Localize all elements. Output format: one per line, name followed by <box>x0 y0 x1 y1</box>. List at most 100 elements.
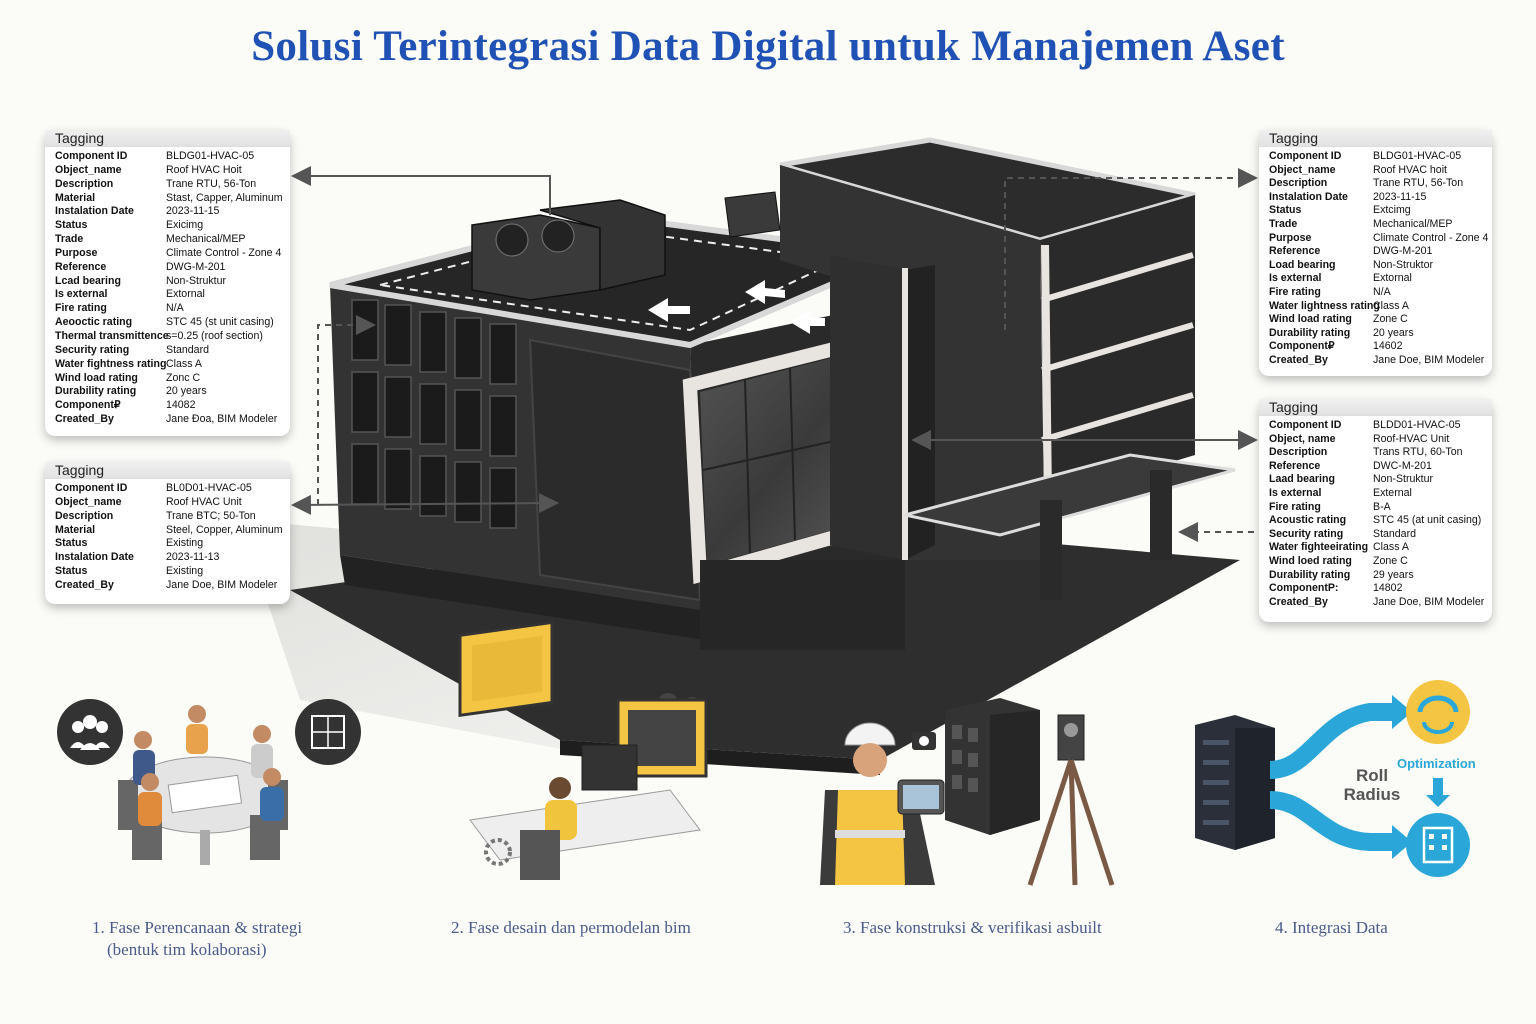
phase-3-caption: 3. Fase konstruksi & verifikasi asbuilt <box>843 918 1102 937</box>
flow-arrow-top <box>1269 703 1395 779</box>
tag-key: Created_By <box>1269 595 1328 608</box>
tag-value: Jane Doe, BIM Modeler <box>1373 353 1485 366</box>
tag-value: STC 45 (at unit casing) <box>1373 514 1482 527</box>
connector-left-dash <box>317 315 376 505</box>
tag-value: Zonc C <box>166 371 201 384</box>
construction-worker <box>820 722 945 885</box>
building-icon <box>1406 813 1470 877</box>
phase-4-caption: 4. Integrasi Data <box>1275 918 1388 937</box>
phase-1-caption: 1. Fase Perencanaan & strategi (bentuk t… <box>92 918 302 960</box>
design-workstation <box>458 620 708 880</box>
tag-key: Wind load rating <box>1269 313 1352 326</box>
tag-value: Class A <box>166 357 202 370</box>
tag-value: Jane Đoa, BIM Modeler <box>166 413 278 426</box>
tag-row: Durability rating 20 years <box>1269 327 1484 341</box>
tag-key: Reference <box>1269 459 1321 472</box>
tag-key: Component₽ <box>1269 340 1335 353</box>
tag-key: Material <box>55 191 96 204</box>
blueprint-icon <box>295 699 361 765</box>
tag-key: Water lightness rating <box>1269 299 1380 312</box>
tag-key: Fire rating <box>1269 285 1321 298</box>
tag-key: Description <box>55 509 114 522</box>
tag-key: Component ID <box>55 482 128 494</box>
tag-key: Wind load rating <box>55 371 138 384</box>
card-header: Tagging <box>1259 399 1492 416</box>
tag-row: Fire rating N/A <box>1269 286 1484 300</box>
tag-key: Material <box>55 523 96 536</box>
tag-value: 20 years <box>1373 326 1414 339</box>
tag-value: Existing <box>166 565 204 578</box>
phase-1-title: 1. Fase Perencanaan & strategi <box>92 918 303 937</box>
tag-value: External <box>1373 486 1412 499</box>
tag-value: Non-Struktur <box>1373 473 1434 486</box>
tag-value: Steel, Copper, Aluminum <box>166 523 283 536</box>
tag-key: Is external <box>55 288 108 301</box>
tag-value: 2023-11-15 <box>166 205 220 218</box>
tag-key: Durability rating <box>1269 326 1351 339</box>
tag-key: Component ID <box>55 150 128 162</box>
tag-value: 29 years <box>1373 568 1414 581</box>
server-icon <box>1195 715 1275 850</box>
tag-key: Load bearing <box>1269 258 1336 271</box>
tag-key: Status <box>55 219 88 232</box>
tag-key: Reference <box>55 260 107 273</box>
tag-value: 2023-11-13 <box>166 551 220 564</box>
tag-key: Component ID <box>1269 150 1342 162</box>
tag-key: Description <box>55 177 114 190</box>
building-model <box>945 698 1040 835</box>
tag-key: Created_By <box>55 413 114 426</box>
card-header: Tagging <box>45 130 290 147</box>
tag-value: DWG-M-201 <box>1373 245 1433 258</box>
radius-label: Radius <box>1343 785 1401 804</box>
tag-row: Component ID BLDG01-HVAC-05 <box>1269 150 1484 164</box>
tag-value: Roof HVAC hoit <box>1373 163 1447 176</box>
tag-key: Object_name <box>55 495 122 508</box>
tag-key: Water fighteeirating <box>1269 541 1369 554</box>
tag-value: N/A <box>1373 285 1391 298</box>
tag-key: Object_name <box>55 163 122 176</box>
tag-key: Wind loed rating <box>1269 554 1352 567</box>
tag-key: Instalation Date <box>55 205 134 218</box>
phase-1-subtitle: (bentuk tim kolaborasi) <box>107 940 267 959</box>
tag-value: BLDG01-HVAC-05 <box>1373 150 1462 162</box>
tag-row: Component₽ 14602 <box>1269 340 1484 354</box>
tag-value: Class A <box>1373 541 1409 554</box>
card-header: Tagging <box>1259 130 1492 147</box>
team-icon <box>57 699 123 765</box>
optimization-icon <box>1406 680 1470 744</box>
tag-value: Standard <box>166 343 209 356</box>
tag-key: Is external <box>1269 486 1322 499</box>
tag-row: Wind load rating Zonc C <box>55 372 282 386</box>
tag-value: 14602 <box>1373 340 1403 353</box>
card-header: Tagging <box>45 462 290 479</box>
tag-value: Mechanical/MEP <box>166 233 246 246</box>
tag-row: Component₽14082 <box>55 399 282 413</box>
tag-value: 14802 <box>1373 582 1403 595</box>
connector-bl <box>291 493 559 515</box>
tag-key: Fire rating <box>1269 500 1321 513</box>
tag-key: Security rating <box>1269 527 1344 540</box>
tag-value: Roof-HVAC Unit <box>1373 432 1450 445</box>
